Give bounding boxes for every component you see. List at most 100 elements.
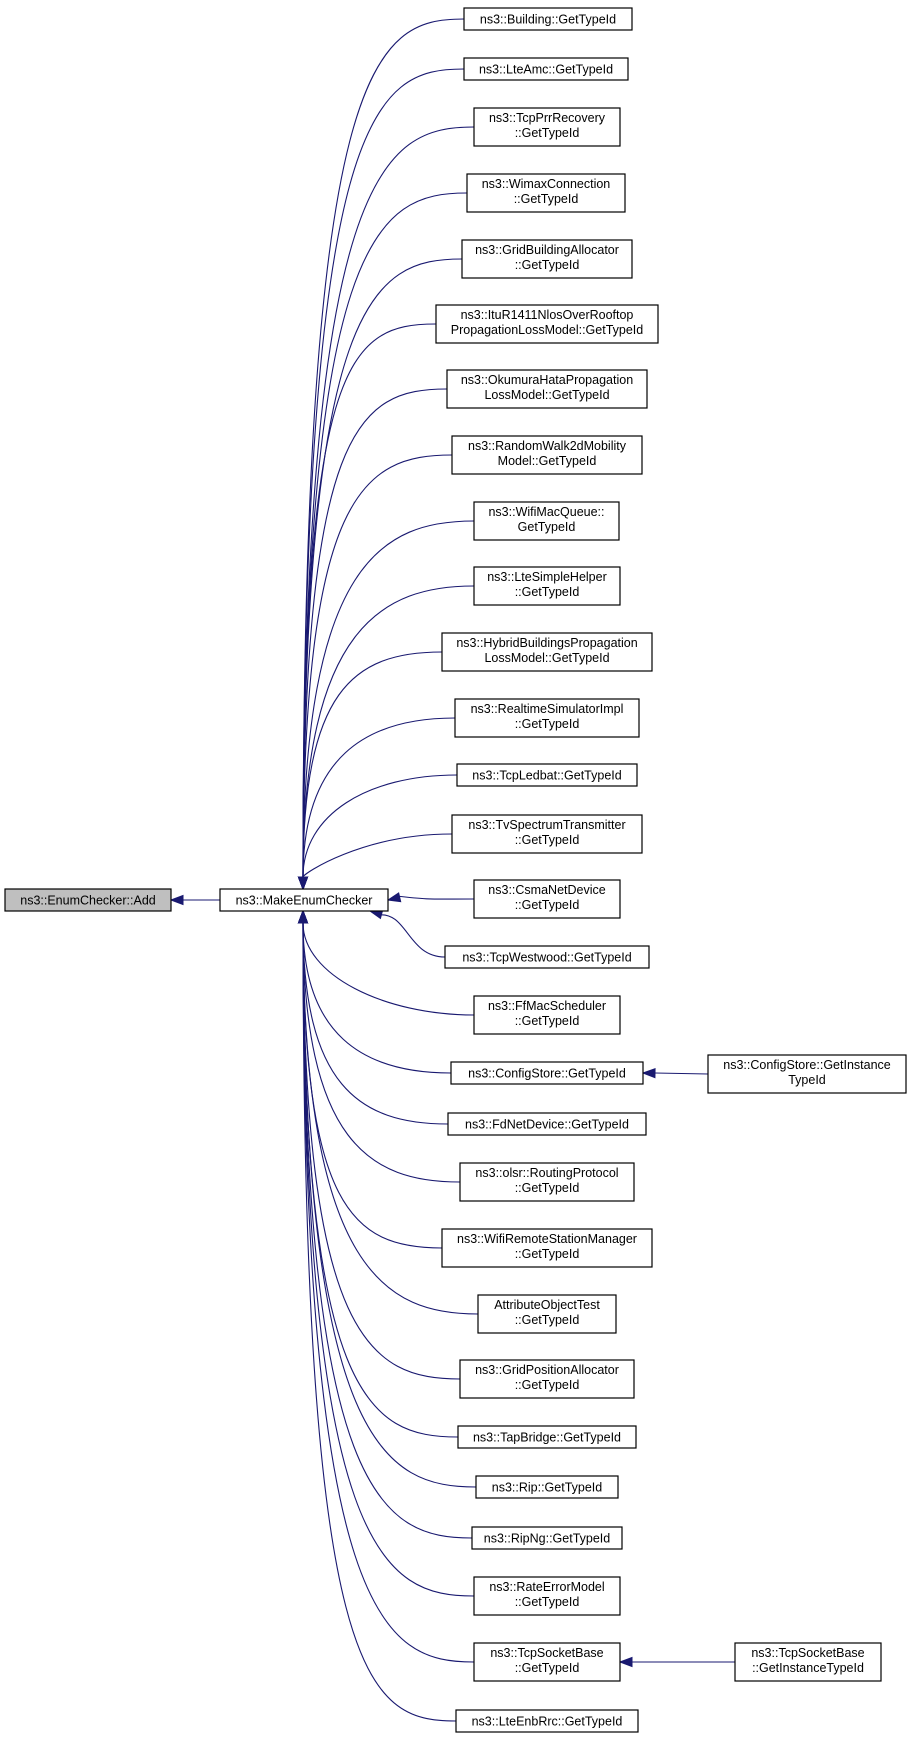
edge-s1-to-c18-arrowhead xyxy=(641,1067,656,1079)
node-label-line: ::GetTypeId xyxy=(515,1313,580,1327)
node-caller-c28[interactable]: ns3::TcpSocketBase::GetTypeId xyxy=(473,1642,621,1682)
node-caller-c7[interactable]: ns3::OkumuraHataPropagationLossModel::Ge… xyxy=(446,369,648,409)
node-label-line: ns3::GridPositionAllocator xyxy=(475,1363,619,1377)
node-label-line: ns3::WifiMacQueue:: xyxy=(488,505,604,519)
edge-c29-arrowhead xyxy=(297,909,309,924)
edge-c10-to-make xyxy=(302,585,475,878)
node-box xyxy=(435,304,659,344)
node-enumchecker-add[interactable]: ns3::EnumChecker::Add xyxy=(4,888,172,912)
node-label-line: ns3::Rip::GetTypeId xyxy=(492,1481,603,1495)
node-secondary-s1[interactable]: ns3::ConfigStore::GetInstanceTypeId xyxy=(707,1054,907,1094)
node-label-line: ns3::OkumuraHataPropagation xyxy=(461,373,633,387)
node-label-line: LossModel::GetTypeId xyxy=(484,651,609,665)
node-label-line: PropagationLossModel::GetTypeId xyxy=(451,323,644,337)
node-label-line: ns3::CsmaNetDevice xyxy=(488,883,605,897)
edge-c18-to-make xyxy=(302,922,452,1074)
node-label-line: Model::GetTypeId xyxy=(498,454,597,468)
node-caller-c4[interactable]: ns3::WimaxConnection::GetTypeId xyxy=(466,173,626,213)
node-caller-c22[interactable]: AttributeObjectTest::GetTypeId xyxy=(477,1294,617,1334)
node-label-line: ns3::RateErrorModel xyxy=(489,1580,604,1594)
node-box xyxy=(450,1061,644,1085)
node-secondary-s2[interactable]: ns3::TcpSocketBase::GetInstanceTypeId xyxy=(734,1642,882,1682)
node-box xyxy=(459,1162,635,1202)
node-caller-c24[interactable]: ns3::TapBridge::GetTypeId xyxy=(457,1425,637,1449)
node-label-line: LossModel::GetTypeId xyxy=(484,388,609,402)
node-caller-c17[interactable]: ns3::FfMacScheduler::GetTypeId xyxy=(473,995,621,1035)
node-box xyxy=(477,1294,617,1334)
node-box xyxy=(463,57,629,81)
node-label-line: ::GetTypeId xyxy=(515,1595,580,1609)
node-box xyxy=(444,945,650,969)
node-box xyxy=(441,632,653,672)
node-caller-c20[interactable]: ns3::olsr::RoutingProtocol::GetTypeId xyxy=(459,1162,635,1202)
node-box xyxy=(457,1425,637,1449)
edge-c21-to-make xyxy=(302,922,443,1249)
node-caller-c21[interactable]: ns3::WifiRemoteStationManager::GetTypeId xyxy=(441,1228,653,1268)
node-caller-c10[interactable]: ns3::LteSimpleHelper::GetTypeId xyxy=(473,566,621,606)
node-caller-c16[interactable]: ns3::TcpWestwood::GetTypeId xyxy=(444,945,650,969)
node-box xyxy=(475,1475,619,1499)
node-caller-c26[interactable]: ns3::RipNg::GetTypeId xyxy=(471,1526,623,1550)
node-caller-c19[interactable]: ns3::FdNetDevice::GetTypeId xyxy=(447,1112,647,1136)
edge-c14-arrowhead xyxy=(297,876,309,891)
node-label-line: ::GetTypeId xyxy=(515,585,580,599)
node-label-line: AttributeObjectTest xyxy=(494,1298,600,1312)
node-caller-c11[interactable]: ns3::HybridBuildingsPropagationLossModel… xyxy=(441,632,653,672)
edge-c1-to-make xyxy=(302,18,465,878)
node-caller-c15[interactable]: ns3::CsmaNetDevice::GetTypeId xyxy=(473,879,621,919)
node-caller-c2[interactable]: ns3::LteAmc::GetTypeId xyxy=(463,57,629,81)
node-label-line: ::GetTypeId xyxy=(515,1247,580,1261)
node-caller-c29[interactable]: ns3::LteEnbRrc::GetTypeId xyxy=(455,1709,639,1733)
node-box xyxy=(455,1709,639,1733)
node-caller-c1[interactable]: ns3::Building::GetTypeId xyxy=(463,7,633,31)
node-label-line: TypeId xyxy=(788,1073,826,1087)
node-box xyxy=(471,1526,623,1550)
node-caller-c6[interactable]: ns3::ItuR1411NlosOverRooftopPropagationL… xyxy=(435,304,659,344)
edge-c9-to-make xyxy=(302,520,475,878)
edge-c11-to-make xyxy=(302,651,443,878)
node-label-line: ns3::TcpLedbat::GetTypeId xyxy=(472,769,621,783)
node-label-line: ns3::EnumChecker::Add xyxy=(20,894,156,908)
edge-c12-to-make xyxy=(302,717,456,878)
edge-c3-to-make xyxy=(302,126,475,878)
edge-s1-to-c18 xyxy=(654,1072,709,1075)
node-caller-c14[interactable]: ns3::TvSpectrumTransmitter::GetTypeId xyxy=(451,814,643,854)
edge-c13-to-make xyxy=(302,774,458,878)
node-box xyxy=(459,1359,635,1399)
edge-c25-to-make xyxy=(302,922,477,1488)
edge-c16-to-make xyxy=(377,914,446,958)
edge-c15-to-make xyxy=(395,895,475,900)
node-label-line: ns3::TcpSocketBase xyxy=(490,1646,603,1660)
node-box xyxy=(734,1642,882,1682)
node-label-line: ns3::WifiRemoteStationManager xyxy=(457,1232,637,1246)
node-caller-c12[interactable]: ns3::RealtimeSimulatorImpl::GetTypeId xyxy=(454,698,640,738)
edge-s2-to-c28-arrowhead xyxy=(618,1656,633,1668)
node-caller-c13[interactable]: ns3::TcpLedbat::GetTypeId xyxy=(456,763,638,787)
node-caller-c18[interactable]: ns3::ConfigStore::GetTypeId xyxy=(450,1061,644,1085)
node-label-line: ::GetTypeId xyxy=(515,717,580,731)
edge-c19-to-make xyxy=(302,922,449,1125)
node-caller-c23[interactable]: ns3::GridPositionAllocator::GetTypeId xyxy=(459,1359,635,1399)
node-box xyxy=(473,107,621,147)
node-label-line: ns3::ConfigStore::GetTypeId xyxy=(468,1067,626,1081)
node-caller-c5[interactable]: ns3::GridBuildingAllocator::GetTypeId xyxy=(461,239,633,279)
node-label-line: ns3::LteEnbRrc::GetTypeId xyxy=(472,1715,623,1729)
node-make-enum-checker[interactable]: ns3::MakeEnumChecker xyxy=(219,888,389,912)
node-caller-c8[interactable]: ns3::RandomWalk2dMobilityModel::GetTypeI… xyxy=(451,435,643,475)
node-box xyxy=(451,435,643,475)
node-label-line: ::GetTypeId xyxy=(515,898,580,912)
node-box xyxy=(446,369,648,409)
node-label-line: ns3::TcpSocketBase xyxy=(751,1646,864,1660)
node-box xyxy=(463,7,633,31)
node-label-line: ns3::RandomWalk2dMobility xyxy=(468,439,627,453)
node-caller-c3[interactable]: ns3::TcpPrrRecovery::GetTypeId xyxy=(473,107,621,147)
node-caller-c9[interactable]: ns3::WifiMacQueue::GetTypeId xyxy=(473,501,620,541)
node-caller-c27[interactable]: ns3::RateErrorModel::GetTypeId xyxy=(473,1576,621,1616)
node-label-line: ::GetTypeId xyxy=(515,833,580,847)
node-box xyxy=(473,1642,621,1682)
node-caller-c25[interactable]: ns3::Rip::GetTypeId xyxy=(475,1475,619,1499)
node-label-line: ::GetTypeId xyxy=(515,1181,580,1195)
node-box xyxy=(447,1112,647,1136)
nodes-layer: ns3::EnumChecker::Add ns3::MakeEnumChecke… xyxy=(4,7,907,1733)
